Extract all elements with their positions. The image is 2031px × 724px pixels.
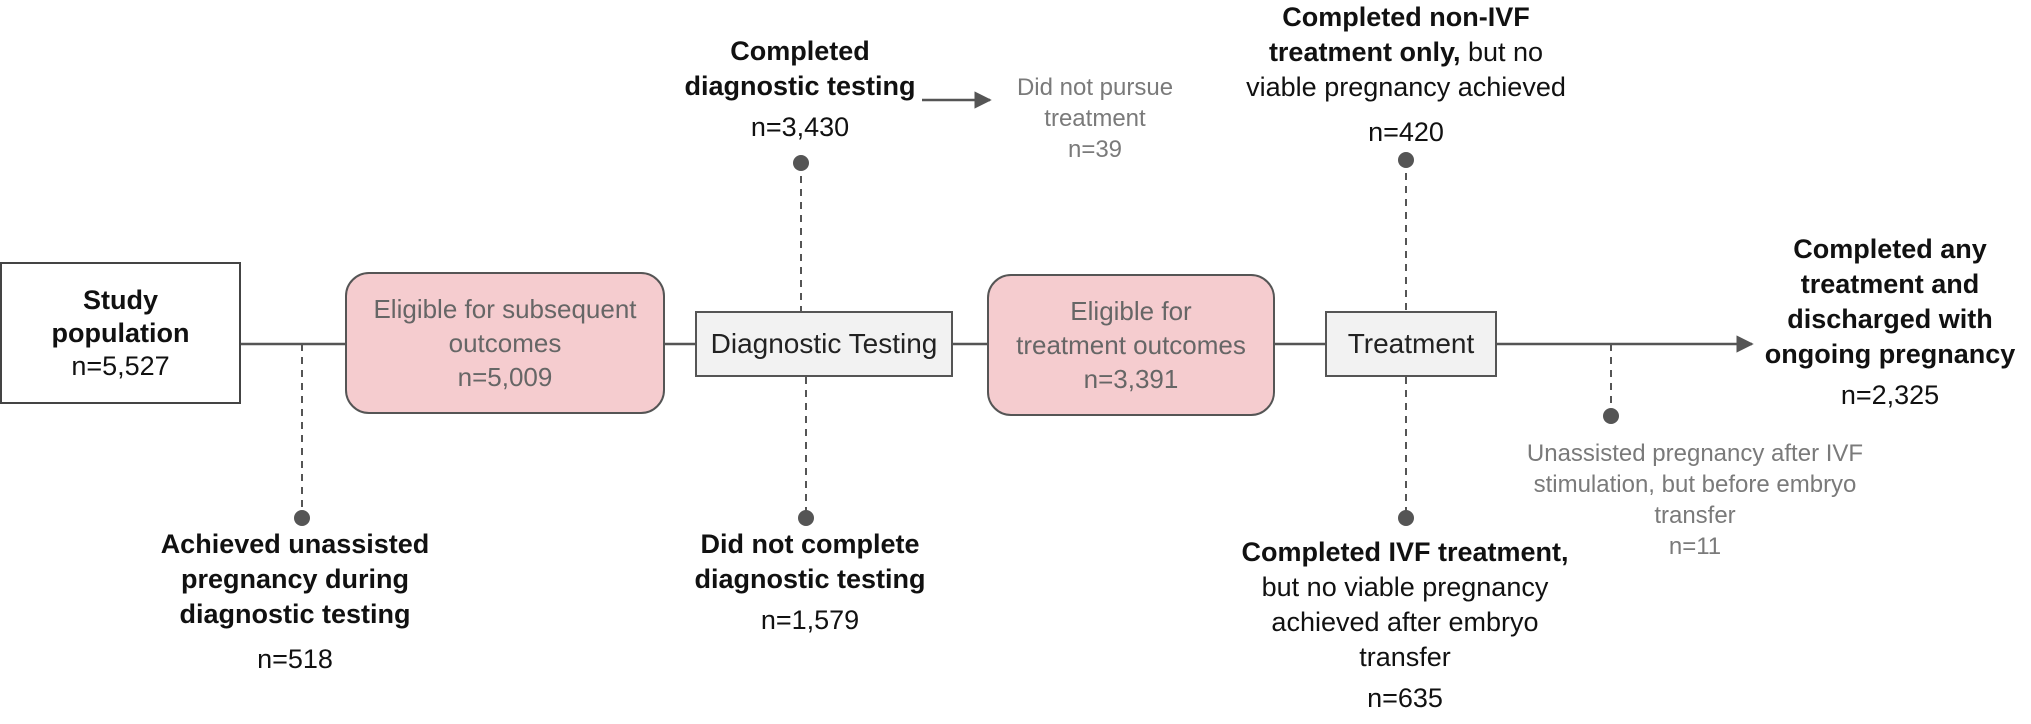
- did-not-pursue-line2: treatment: [1044, 105, 1146, 132]
- dot-ivf: [1398, 510, 1414, 526]
- unassisted-ivf-count: n=11: [1668, 533, 1722, 560]
- non-ivf-line2-rest: but no: [1460, 37, 1544, 67]
- completed-any-line2: treatment and: [1800, 269, 1980, 299]
- completed-diagnostic-count: n=3,430: [750, 112, 850, 142]
- diagnostic-testing-label: Diagnostic Testing: [710, 328, 938, 359]
- dot-did-not-complete: [798, 510, 814, 526]
- dot-unassisted: [294, 510, 310, 526]
- treatment-box: Treatment: [1325, 311, 1497, 377]
- completed-diagnostic-line2: diagnostic testing: [684, 71, 916, 101]
- completed-any-line3: discharged with: [1787, 304, 1993, 334]
- eligible-subsequent-box: Eligible for subsequent outcomes n=5,009: [345, 272, 665, 414]
- ivf-no-viable-line4: transfer: [1359, 642, 1451, 672]
- dot-completed-diagnostic: [793, 155, 809, 171]
- eligible-subsequent-line2: outcomes: [448, 328, 562, 358]
- non-ivf-line1: Completed non-IVF: [1282, 2, 1530, 32]
- non-ivf-count: n=420: [1368, 117, 1444, 147]
- completed-diagnostic-line1: Completed: [730, 36, 870, 66]
- eligible-subsequent-line1: Eligible for subsequent: [373, 294, 637, 324]
- did-not-pursue-line1: Did not pursue: [1016, 74, 1174, 101]
- dot-non-ivf: [1398, 152, 1414, 168]
- eligible-treatment-line2: treatment outcomes: [1016, 330, 1246, 360]
- ivf-no-viable-label: Completed IVF treatment, but no viable p…: [1220, 535, 1590, 716]
- did-not-pursue-count: n=39: [1067, 136, 1123, 163]
- completed-any-count: n=2,325: [1840, 380, 1940, 410]
- ivf-no-viable-line3: achieved after embryo: [1271, 607, 1539, 637]
- ivf-no-viable-count: n=635: [1367, 683, 1443, 713]
- unassisted-diagnostic-line3: diagnostic testing: [179, 599, 411, 629]
- eligible-treatment-line1: Eligible for: [1070, 296, 1192, 326]
- eligible-treatment-box: Eligible for treatment outcomes n=3,391: [987, 274, 1275, 416]
- completed-any-label: Completed any treatment and discharged w…: [1755, 232, 2025, 413]
- did-not-complete-line2: diagnostic testing: [694, 564, 926, 594]
- unassisted-ivf-label: Unassisted pregnancy after IVF stimulati…: [1505, 438, 1885, 562]
- completed-any-line4: ongoing pregnancy: [1764, 339, 2016, 369]
- unassisted-ivf-line2: stimulation, but before embryo: [1533, 471, 1857, 498]
- eligible-treatment-count: n=3,391: [1083, 364, 1179, 394]
- ivf-no-viable-line1: Completed IVF treatment,: [1241, 537, 1569, 567]
- unassisted-ivf-line1: Unassisted pregnancy after IVF: [1526, 440, 1864, 467]
- unassisted-diagnostic-count: n=518: [257, 644, 333, 674]
- did-not-complete-label: Did not complete diagnostic testing n=1,…: [660, 527, 960, 638]
- did-not-pursue-label: Did not pursue treatment n=39: [970, 72, 1220, 165]
- completed-any-line1: Completed any: [1793, 234, 1987, 264]
- did-not-complete-line1: Did not complete: [700, 529, 920, 559]
- non-ivf-label: Completed non-IVF treatment only, but no…: [1216, 0, 1596, 150]
- study-title-line2: population: [51, 317, 190, 348]
- study-population-box: Study population n=5,527: [0, 262, 241, 404]
- diagnostic-testing-box: Diagnostic Testing: [695, 311, 953, 377]
- unassisted-diagnostic-line1: Achieved unassisted: [160, 529, 430, 559]
- non-ivf-line2-bold: treatment only,: [1268, 37, 1461, 67]
- dot-unassisted-ivf: [1603, 408, 1619, 424]
- eligible-subsequent-count: n=5,009: [457, 362, 553, 392]
- unassisted-ivf-line3: transfer: [1654, 502, 1736, 529]
- treatment-label: Treatment: [1347, 328, 1475, 359]
- completed-diagnostic-label: Completed diagnostic testing n=3,430: [655, 34, 945, 145]
- non-ivf-line3: viable pregnancy achieved: [1246, 72, 1566, 102]
- study-title-line1: Study: [82, 284, 158, 315]
- ivf-no-viable-line2: but no viable pregnancy: [1261, 572, 1549, 602]
- unassisted-diagnostic-line2: pregnancy during: [180, 564, 410, 594]
- study-count: n=5,527: [71, 350, 170, 381]
- did-not-complete-count: n=1,579: [760, 605, 860, 635]
- unassisted-diagnostic-label: Achieved unassisted pregnancy during dia…: [130, 527, 460, 677]
